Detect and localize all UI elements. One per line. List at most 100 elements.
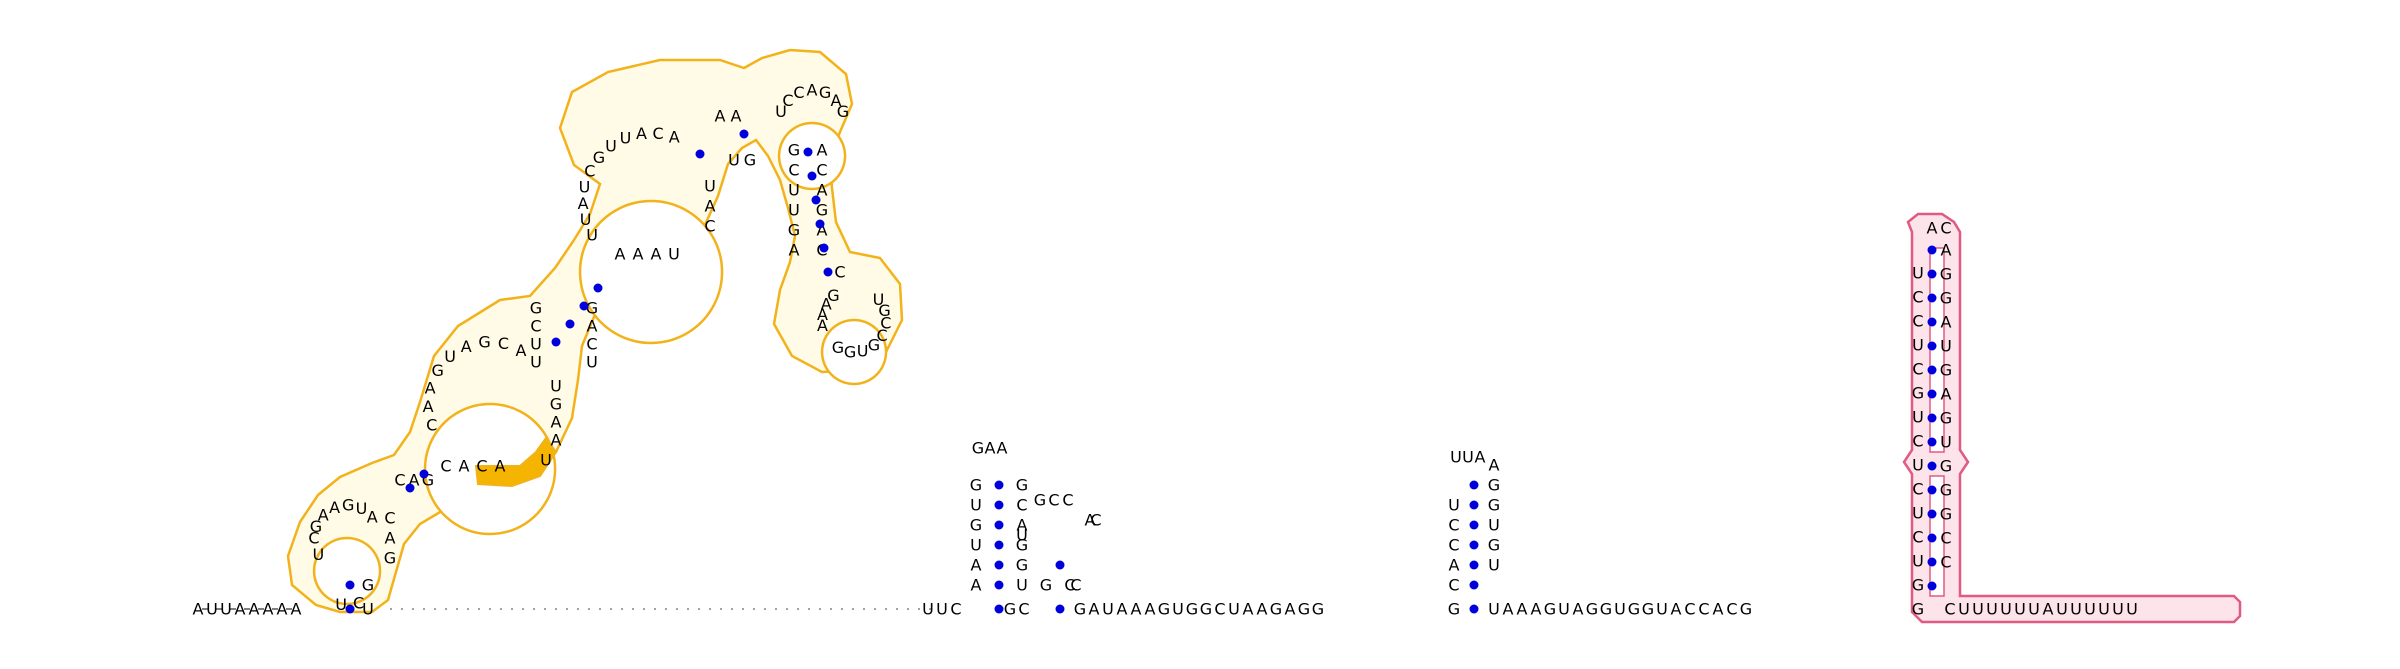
small1-5prime-nucleotide: U [970, 536, 982, 555]
small1-5prime-nucleotide: C [950, 600, 961, 619]
small1-bulge-nucleotide: C [1090, 511, 1101, 530]
terminator-5prime-nucleotide: U [1912, 552, 1924, 571]
small1-bulge-nucleotide: A [1085, 511, 1096, 530]
base-pair-dot [1469, 560, 1479, 570]
tail-3prime-nucleotide: U [2000, 600, 2012, 619]
stem3-nucleotide: C [530, 317, 541, 336]
small2-tail-nucleotide: G [1586, 600, 1598, 619]
prefix-nucleotide: A [291, 600, 302, 619]
small1-tail-nucleotide: A [1257, 600, 1268, 619]
small1-tail-nucleotide: A [1285, 600, 1296, 619]
loop3-nucleotide: U [620, 128, 632, 147]
stem5-nucleotide: G [788, 141, 800, 160]
loop3-nucleotide: A [669, 128, 680, 147]
terminator-5prime-nucleotide: G [1912, 384, 1924, 403]
small1-tail-nucleotide: C [1214, 600, 1225, 619]
stem3-nucleotide: G [530, 299, 542, 318]
stem3-nucleotide: U [586, 353, 598, 372]
loop3-3prime-nucleotide: U [704, 177, 716, 196]
loop3-nucleotide: A [636, 124, 647, 143]
yellow-inner-loop-1 [312, 536, 382, 606]
small2-tail-nucleotide: U [1614, 600, 1626, 619]
base-pair-dot [1469, 540, 1479, 550]
small1-bulge-nucleotide: U [1016, 526, 1028, 545]
small2-tail-nucleotide: A [1517, 600, 1528, 619]
prefix-nucleotide: U [220, 600, 232, 619]
terminator-5prime-nucleotide: C [1912, 288, 1923, 307]
loop3-3prime-nucleotide: A [615, 245, 626, 264]
hairpin1-loop-nucleotide: A [329, 498, 340, 517]
base-pair-dot [1927, 245, 1937, 255]
loop5-nucleotide: A [817, 316, 828, 335]
small2-tail-nucleotide: U [1656, 600, 1668, 619]
loop2-nucleotide: U [444, 347, 456, 366]
small2-3prime-nucleotide: A [1489, 456, 1500, 475]
small2-tail-nucleotide: C [1698, 600, 1709, 619]
loop2-nucleotide: A [461, 337, 472, 356]
loop5-nucleotide: G [878, 301, 890, 320]
terminator-loop-nucleotide: A [1927, 219, 1938, 238]
loop3-nucleotide: G [593, 148, 605, 167]
yellow-inner-loop-4 [777, 121, 847, 191]
terminator-5prime-nucleotide: G [1912, 600, 1924, 619]
base-pair-dot [1055, 560, 1065, 570]
small2-loop-nucleotide: A [1475, 448, 1486, 467]
loop3-3prime-nucleotide: A [651, 245, 662, 264]
tail-3prime-nucleotide: C [1944, 600, 1955, 619]
terminator-loop-nucleotide: C [1940, 219, 1951, 238]
small1-3prime-nucleotide: C [1016, 496, 1027, 515]
small2-tail-nucleotide: A [1671, 600, 1682, 619]
base-pair-dot [803, 147, 813, 157]
stem-nucleotide: A [409, 471, 420, 490]
base-pair-dot [994, 480, 1004, 490]
stem-nucleotide: A [385, 529, 396, 548]
small2-tail-nucleotide: G [1600, 600, 1612, 619]
stem2-nucleotide: G [550, 395, 562, 414]
stem5-nucleotide: U [788, 181, 800, 200]
loop5-nucleotide: G [832, 338, 844, 357]
base-pair-dot [1927, 293, 1937, 303]
base-pair-dot [1927, 269, 1937, 279]
small1-tail-nucleotide: U [1102, 600, 1114, 619]
small1-3prime-nucleotide: G [1016, 556, 1028, 575]
base-pair-dot [1927, 533, 1937, 543]
terminator-5prime-nucleotide: C [1912, 360, 1923, 379]
prefix-nucleotide: A [193, 600, 204, 619]
small2-5prime-nucleotide: U [1448, 496, 1460, 515]
prefix-nucleotide: A [263, 600, 274, 619]
hairpin1-loop-nucleotide: A [367, 507, 378, 526]
stem2-nucleotide: A [551, 413, 562, 432]
loop2-nucleotide: G [478, 333, 490, 352]
small2-5prime-nucleotide: C [1448, 576, 1459, 595]
loop3-3prime-nucleotide: A [705, 197, 716, 216]
base-pair-dot [345, 580, 355, 590]
base-pair-dot [405, 483, 415, 493]
stem5-nucleotide: C [788, 161, 799, 180]
hairpin1-loop-nucleotide: U [356, 499, 368, 518]
stem4-nucleotide: A [715, 107, 726, 126]
base-pair-dot [994, 540, 1004, 550]
base-pair-dot [1927, 317, 1937, 327]
small1-5prime-nucleotide: U [970, 496, 982, 515]
stem5-nucleotide: A [817, 181, 828, 200]
loop5-nucleotide: C [880, 314, 891, 333]
loop4-nucleotide: U [775, 102, 787, 121]
small2-tail-nucleotide: C [1684, 600, 1695, 619]
tail-3prime-nucleotide: U [2126, 600, 2138, 619]
base-pair-dot [1469, 500, 1479, 510]
base-pair-dot [593, 283, 603, 293]
small1-bulge-nucleotide: U [1016, 576, 1028, 595]
loop5-nucleotide: G [827, 286, 839, 305]
loop5-nucleotide: C [877, 326, 888, 345]
base-pair-dot [1927, 437, 1937, 447]
small2-tail-nucleotide: G [1628, 600, 1640, 619]
stem5-nucleotide: C [816, 161, 827, 180]
small1-5prime-nucleotide: U [936, 600, 948, 619]
small2-5prime-nucleotide: A [1449, 556, 1460, 575]
loop2-nucleotide: A [516, 341, 527, 360]
loop4-nucleotide: G [819, 83, 831, 102]
base-pair-dot [1055, 604, 1065, 614]
loop5-nucleotide: G [868, 336, 880, 355]
stem5-nucleotide: U [788, 201, 800, 220]
terminator-5prime-nucleotide: C [1912, 312, 1923, 331]
